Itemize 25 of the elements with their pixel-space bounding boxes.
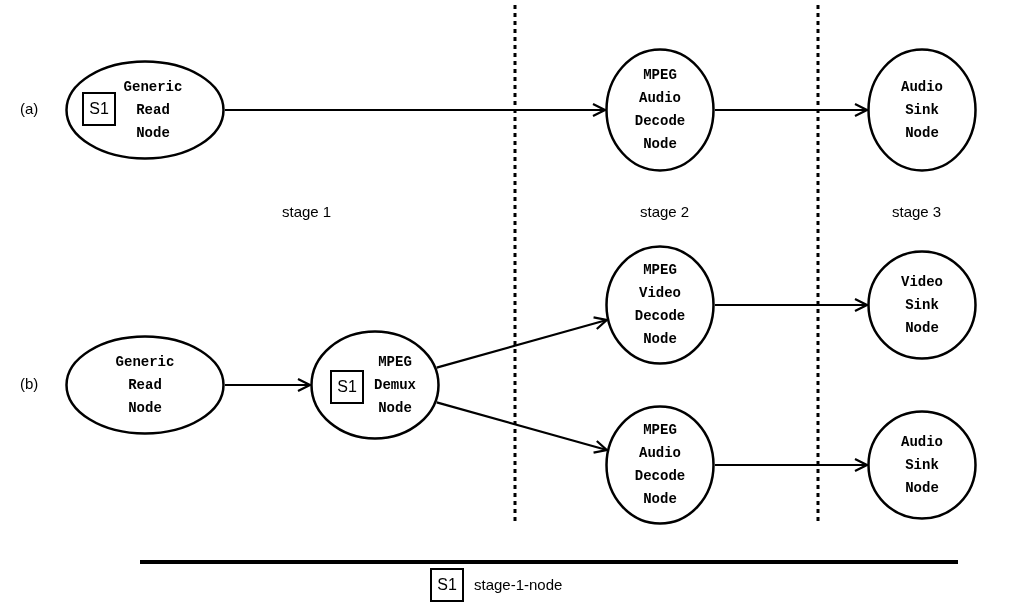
legend-badge: S1: [430, 568, 464, 602]
node-label: Video Sink Node: [900, 272, 944, 338]
stage-label: stage 3: [892, 203, 942, 220]
arrow: [715, 457, 869, 473]
arrow: [436, 401, 608, 454]
row-label: (a): [20, 100, 39, 117]
stage-badge: S1: [82, 92, 116, 126]
node-label: Audio Sink Node: [900, 77, 944, 143]
node-label: MPEG Audio Decode Node: [633, 66, 687, 154]
arrow: [225, 377, 312, 393]
arrow: [225, 102, 607, 118]
arrow: [715, 102, 869, 118]
node-label: Audio Sink Node: [900, 432, 944, 498]
node-label: MPEG Video Decode Node: [633, 261, 687, 349]
arrow: [715, 297, 869, 313]
stage-label: stage 1: [282, 203, 332, 220]
stage-label: stage 2: [640, 203, 690, 220]
node-label: Generic Read Node: [115, 352, 175, 418]
node-label: MPEG Audio Decode Node: [633, 421, 687, 509]
legend-label: stage-1-node: [474, 576, 563, 593]
node-label: Generic Read Node: [123, 77, 183, 143]
row-label: (b): [20, 375, 39, 392]
node-label: MPEG Demux Node: [373, 352, 417, 418]
stage-badge: S1: [330, 370, 364, 404]
arrow: [436, 316, 608, 369]
